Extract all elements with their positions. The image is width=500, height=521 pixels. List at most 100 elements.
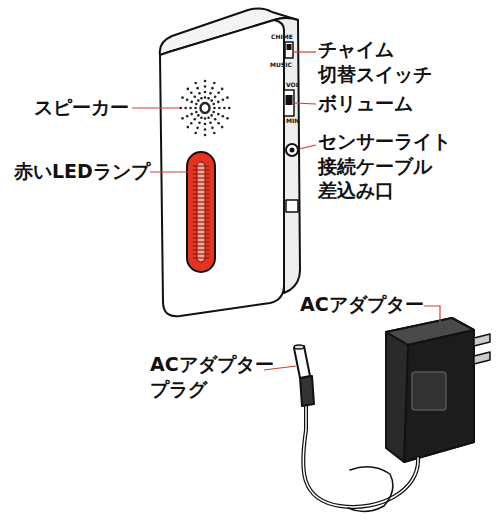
leader-line [132, 107, 180, 108]
part-label-holder: チャイム 切替スイッチ [318, 37, 432, 86]
speaker-hole [198, 121, 201, 124]
speaker-hole [204, 80, 207, 83]
led-tick [193, 198, 209, 199]
leader-line [150, 171, 188, 172]
speaker-hole [214, 118, 217, 121]
speaker-hole [195, 103, 198, 106]
speaker-hole [187, 88, 190, 91]
speaker-hole [222, 115, 225, 118]
part-label-holder: ACアダプター [300, 292, 424, 317]
speaker-hole [214, 95, 217, 98]
speaker-hole [213, 107, 216, 110]
led-tick [193, 218, 209, 219]
speaker-hole [204, 117, 207, 120]
led-tick [193, 234, 209, 235]
cable-highlight [303, 404, 418, 507]
speaker-hole [217, 122, 220, 125]
speaker-hole [186, 115, 189, 118]
speaker-hole [228, 107, 231, 110]
led-tick [193, 166, 209, 167]
part-label-holder: センサーライト 接続ケーブル 差込み口 [318, 129, 451, 203]
led-tick [193, 214, 209, 215]
part-label: センサーライト 接続ケーブル 差込み口 [318, 129, 451, 203]
speaker-hole [208, 105, 211, 108]
speaker-hole [217, 91, 220, 94]
speaker-hole [217, 113, 220, 116]
speaker-hole [194, 118, 197, 121]
speaker-hole [210, 99, 213, 102]
speaker-hole [226, 96, 229, 99]
led-tick [193, 230, 209, 231]
led-tick [193, 186, 209, 187]
led-tick [193, 206, 209, 207]
speaker-hole [190, 101, 193, 104]
speaker-hole [218, 107, 221, 110]
switch-knob [287, 44, 292, 50]
volume-knob [286, 95, 293, 105]
speaker-hole [207, 116, 210, 119]
speaker-hole [221, 126, 224, 129]
speaker-hole [190, 113, 193, 116]
speaker-hole [209, 92, 212, 95]
led-tick [193, 250, 209, 251]
speaker-hole [195, 111, 198, 114]
speaker-hole [209, 121, 212, 124]
leader-line [292, 51, 316, 52]
hand-outline [348, 467, 393, 512]
speaker-hole [204, 85, 207, 88]
adapter-prong [474, 334, 490, 346]
speaker-hole [181, 117, 184, 120]
leader-line [299, 145, 316, 149]
speaker-hole [194, 107, 197, 110]
speaker-hole [197, 99, 200, 102]
led-tick [193, 178, 209, 179]
speaker-hole [204, 128, 207, 131]
part-label-holder: 赤いLEDランプ [14, 159, 150, 184]
speaker-hole [213, 132, 216, 135]
led-tick [193, 226, 209, 227]
adapter-prong [474, 352, 490, 364]
led-tick [193, 182, 209, 183]
chime-switch [285, 42, 293, 58]
speaker-hole [196, 87, 199, 90]
led-tick [193, 254, 209, 255]
leader-line [294, 103, 316, 104]
speaker-hole [212, 111, 215, 114]
volume-marking: MIN [286, 118, 299, 124]
speaker-hole [194, 95, 197, 98]
device-tab [286, 200, 298, 212]
speaker-hole [222, 98, 225, 101]
speaker-hole [211, 87, 214, 90]
speaker-hole [226, 117, 229, 120]
part-label: 赤いLEDランプ [14, 159, 150, 184]
led-tick [193, 194, 209, 195]
speaker-hole [223, 107, 226, 110]
speaker-hole [194, 82, 197, 85]
speaker-hole [212, 103, 215, 106]
led-lamp [187, 152, 215, 272]
speaker-hole [204, 96, 207, 99]
speaker-hole [213, 82, 216, 85]
device-side [274, 18, 300, 293]
plug-end [294, 345, 304, 349]
plug-tip [294, 346, 310, 378]
switch-marking-holder: MUSIC [270, 62, 292, 68]
device-front [160, 20, 284, 317]
volume-slider [284, 90, 294, 116]
led-tick [193, 242, 209, 243]
cable [303, 404, 418, 507]
led-tick [193, 238, 209, 239]
speaker-hole [184, 107, 187, 110]
switch-marking: MUSIC [270, 62, 292, 68]
speaker-hole [187, 126, 190, 129]
sensor-jack [286, 144, 298, 156]
speaker-hole [197, 114, 200, 117]
speaker-grille [179, 80, 230, 137]
part-label-holder: スピーカー [34, 95, 129, 120]
speaker-hole [190, 91, 193, 94]
part-label: スピーカー [34, 95, 129, 120]
speaker-hole [221, 88, 224, 91]
speaker-hole [217, 101, 220, 104]
switch-marking: CHIME [271, 34, 293, 40]
led-core [197, 162, 205, 262]
